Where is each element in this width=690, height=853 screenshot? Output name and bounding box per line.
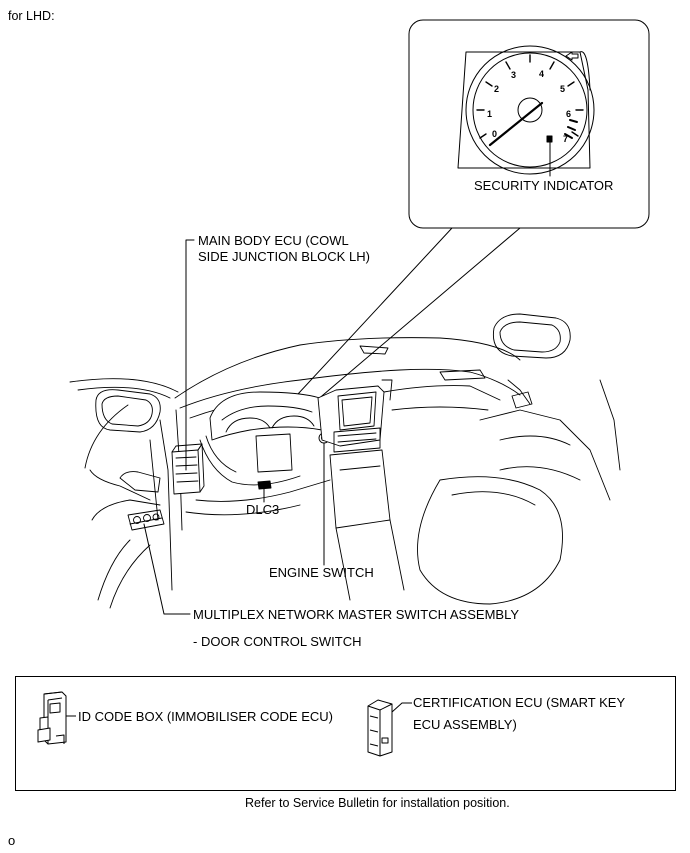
dlc3-connector	[257, 480, 272, 490]
tachometer-gauge	[457, 45, 595, 177]
gauge-number-0: 0	[492, 129, 497, 139]
gauge-number-2: 2	[494, 84, 499, 94]
gauge-number-5: 5	[560, 84, 565, 94]
gauge-number-1: 1	[487, 109, 492, 119]
variant-label: for LHD:	[8, 9, 55, 23]
gauge-number-7: 7	[563, 134, 568, 144]
id-code-box-label: ID CODE BOX (IMMOBILISER CODE ECU)	[78, 709, 333, 724]
parts-box	[15, 676, 676, 791]
service-bulletin-note: Refer to Service Bulletin for installati…	[245, 796, 510, 810]
certification-ecu-graphic	[367, 699, 412, 757]
door-control-switch-graphic	[127, 509, 165, 531]
leader-lines	[143, 239, 325, 615]
door-control-switch-label: - DOOR CONTROL SWITCH	[193, 634, 362, 649]
security-indicator-label: SECURITY INDICATOR	[474, 178, 614, 193]
certification-ecu-label-line2: ECU ASSEMBLY)	[413, 717, 517, 732]
arrow-icon	[565, 51, 579, 61]
gauge-number-3: 3	[511, 70, 516, 80]
engine-switch-label: ENGINE SWITCH	[269, 565, 374, 580]
vehicle-interior	[69, 313, 621, 609]
id-code-box-graphic	[37, 691, 76, 745]
page-marker: o	[8, 833, 16, 848]
main-body-ecu-label-line1: MAIN BODY ECU (COWL	[198, 233, 349, 248]
dlc3-label: DLC3	[246, 502, 280, 517]
gauge-number-6: 6	[566, 109, 571, 119]
main-body-ecu-label-line2: SIDE JUNCTION BLOCK LH)	[198, 249, 370, 264]
gauge-number-4: 4	[539, 69, 544, 79]
certification-ecu-label-line1: CERTIFICATION ECU (SMART KEY	[413, 695, 626, 710]
multiplex-switch-label: MULTIPLEX NETWORK MASTER SWITCH ASSEMBLY	[193, 607, 520, 622]
